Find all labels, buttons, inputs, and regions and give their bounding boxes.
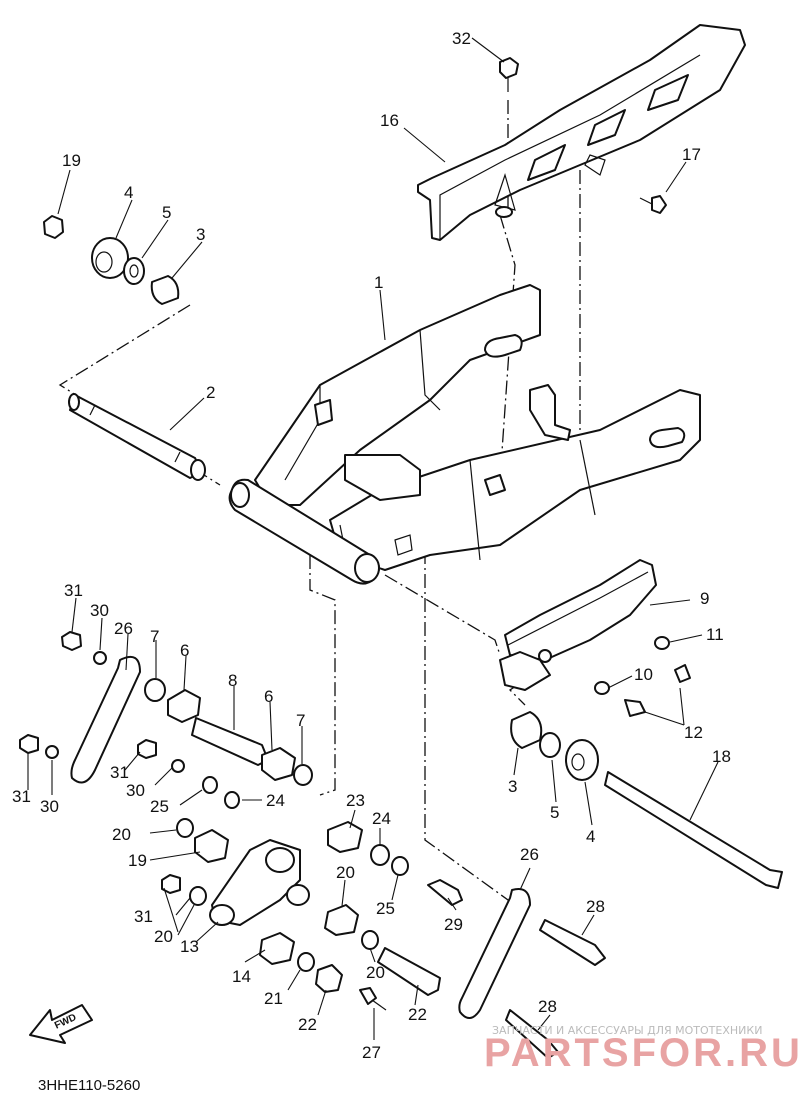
callout-31c: 31 <box>110 763 129 782</box>
callout-17: 13 <box>180 937 199 956</box>
callout-27: 27 <box>362 1043 381 1062</box>
chain-guard <box>417 24 746 241</box>
callout-10: 10 <box>634 665 653 684</box>
callout-20b: 20 <box>154 927 173 946</box>
callout-20a: 20 <box>112 825 131 844</box>
callout-25a: 25 <box>150 797 169 816</box>
callout-3a: 3 <box>196 225 205 244</box>
callout-28b: 28 <box>538 997 557 1016</box>
pivot-right-parts <box>510 711 783 889</box>
callout-4b: 4 <box>586 827 595 846</box>
callout-29: 29 <box>444 915 463 934</box>
linkage-right-parts <box>427 879 606 1059</box>
callout-19a: 19 <box>128 851 147 870</box>
callout-5b: 5 <box>550 803 559 822</box>
callout-5a: 5 <box>162 203 171 222</box>
callout-9: 9 <box>700 589 709 608</box>
callout-12: 12 <box>684 723 703 742</box>
callout-16: 19 <box>62 151 81 170</box>
callout-26b: 26 <box>520 845 539 864</box>
callout-26a: 26 <box>114 619 133 638</box>
callout-30b: 30 <box>40 797 59 816</box>
callout-21: 22 <box>298 1015 317 1034</box>
leader-lines <box>27 37 719 1040</box>
callout-30c: 30 <box>126 781 145 800</box>
callout-2: 2 <box>206 383 215 402</box>
assembly-lines <box>58 100 581 906</box>
callout-20d: 21 <box>264 989 283 1008</box>
callout-8: 8 <box>228 671 237 690</box>
callout-7a: 7 <box>150 627 159 646</box>
callout-13: 16 <box>380 111 399 130</box>
diagram-code: 3HHE110-5260 <box>38 1077 140 1094</box>
chain-slider <box>499 559 691 717</box>
callout-3b: 3 <box>508 777 517 796</box>
callout-19b: 20 <box>336 863 355 882</box>
forward-direction-arrow: FWD <box>29 1004 93 1044</box>
callout-23: 23 <box>346 791 365 810</box>
callout-18: 14 <box>232 967 251 986</box>
callout-6a: 6 <box>180 641 189 660</box>
callout-11: 11 <box>706 625 724 644</box>
chain-guard-bolts <box>499 57 667 214</box>
callout-32: 32 <box>452 29 471 48</box>
callout-22: 22 <box>408 1005 427 1024</box>
watermark-brand: PARTSFOR.RU <box>484 1031 800 1075</box>
callout-7b: 7 <box>296 711 305 730</box>
callout-31a: 31 <box>64 581 83 600</box>
pivot-shaft <box>68 393 206 481</box>
callout-4a: 4 <box>124 183 133 202</box>
callout-20c: 20 <box>366 963 385 982</box>
callout-31d: 31 <box>134 907 153 926</box>
callout-30a: 30 <box>90 601 109 620</box>
watermark-caption: ЗАПЧАСТИ И АКСЕССУАРЫ ДЛЯ МОТОТЕХНИКИ <box>492 1024 762 1037</box>
pivot-left-parts <box>43 215 180 305</box>
callout-24a: 24 <box>266 791 285 810</box>
watermark: ЗАПЧАСТИ И АКСЕССУАРЫ ДЛЯ МОТОТЕХНИКИ PA… <box>484 1024 800 1075</box>
relay-arm-parts <box>161 776 441 1011</box>
callout-25b: 25 <box>376 899 395 918</box>
callout-1: 1 <box>374 273 383 292</box>
callout-labels: 32 16 17 19 4 5 3 1 2 9 11 10 12 18 31 3… <box>12 29 731 1062</box>
swingarm <box>228 284 701 585</box>
callout-24b: 24 <box>372 809 391 828</box>
callout-15: 18 <box>712 747 731 766</box>
linkage-left-parts <box>19 631 313 786</box>
callout-6b: 6 <box>264 687 273 706</box>
callout-31b: 31 <box>12 787 31 806</box>
callout-28a: 28 <box>586 897 605 916</box>
callout-14: 17 <box>682 145 701 164</box>
